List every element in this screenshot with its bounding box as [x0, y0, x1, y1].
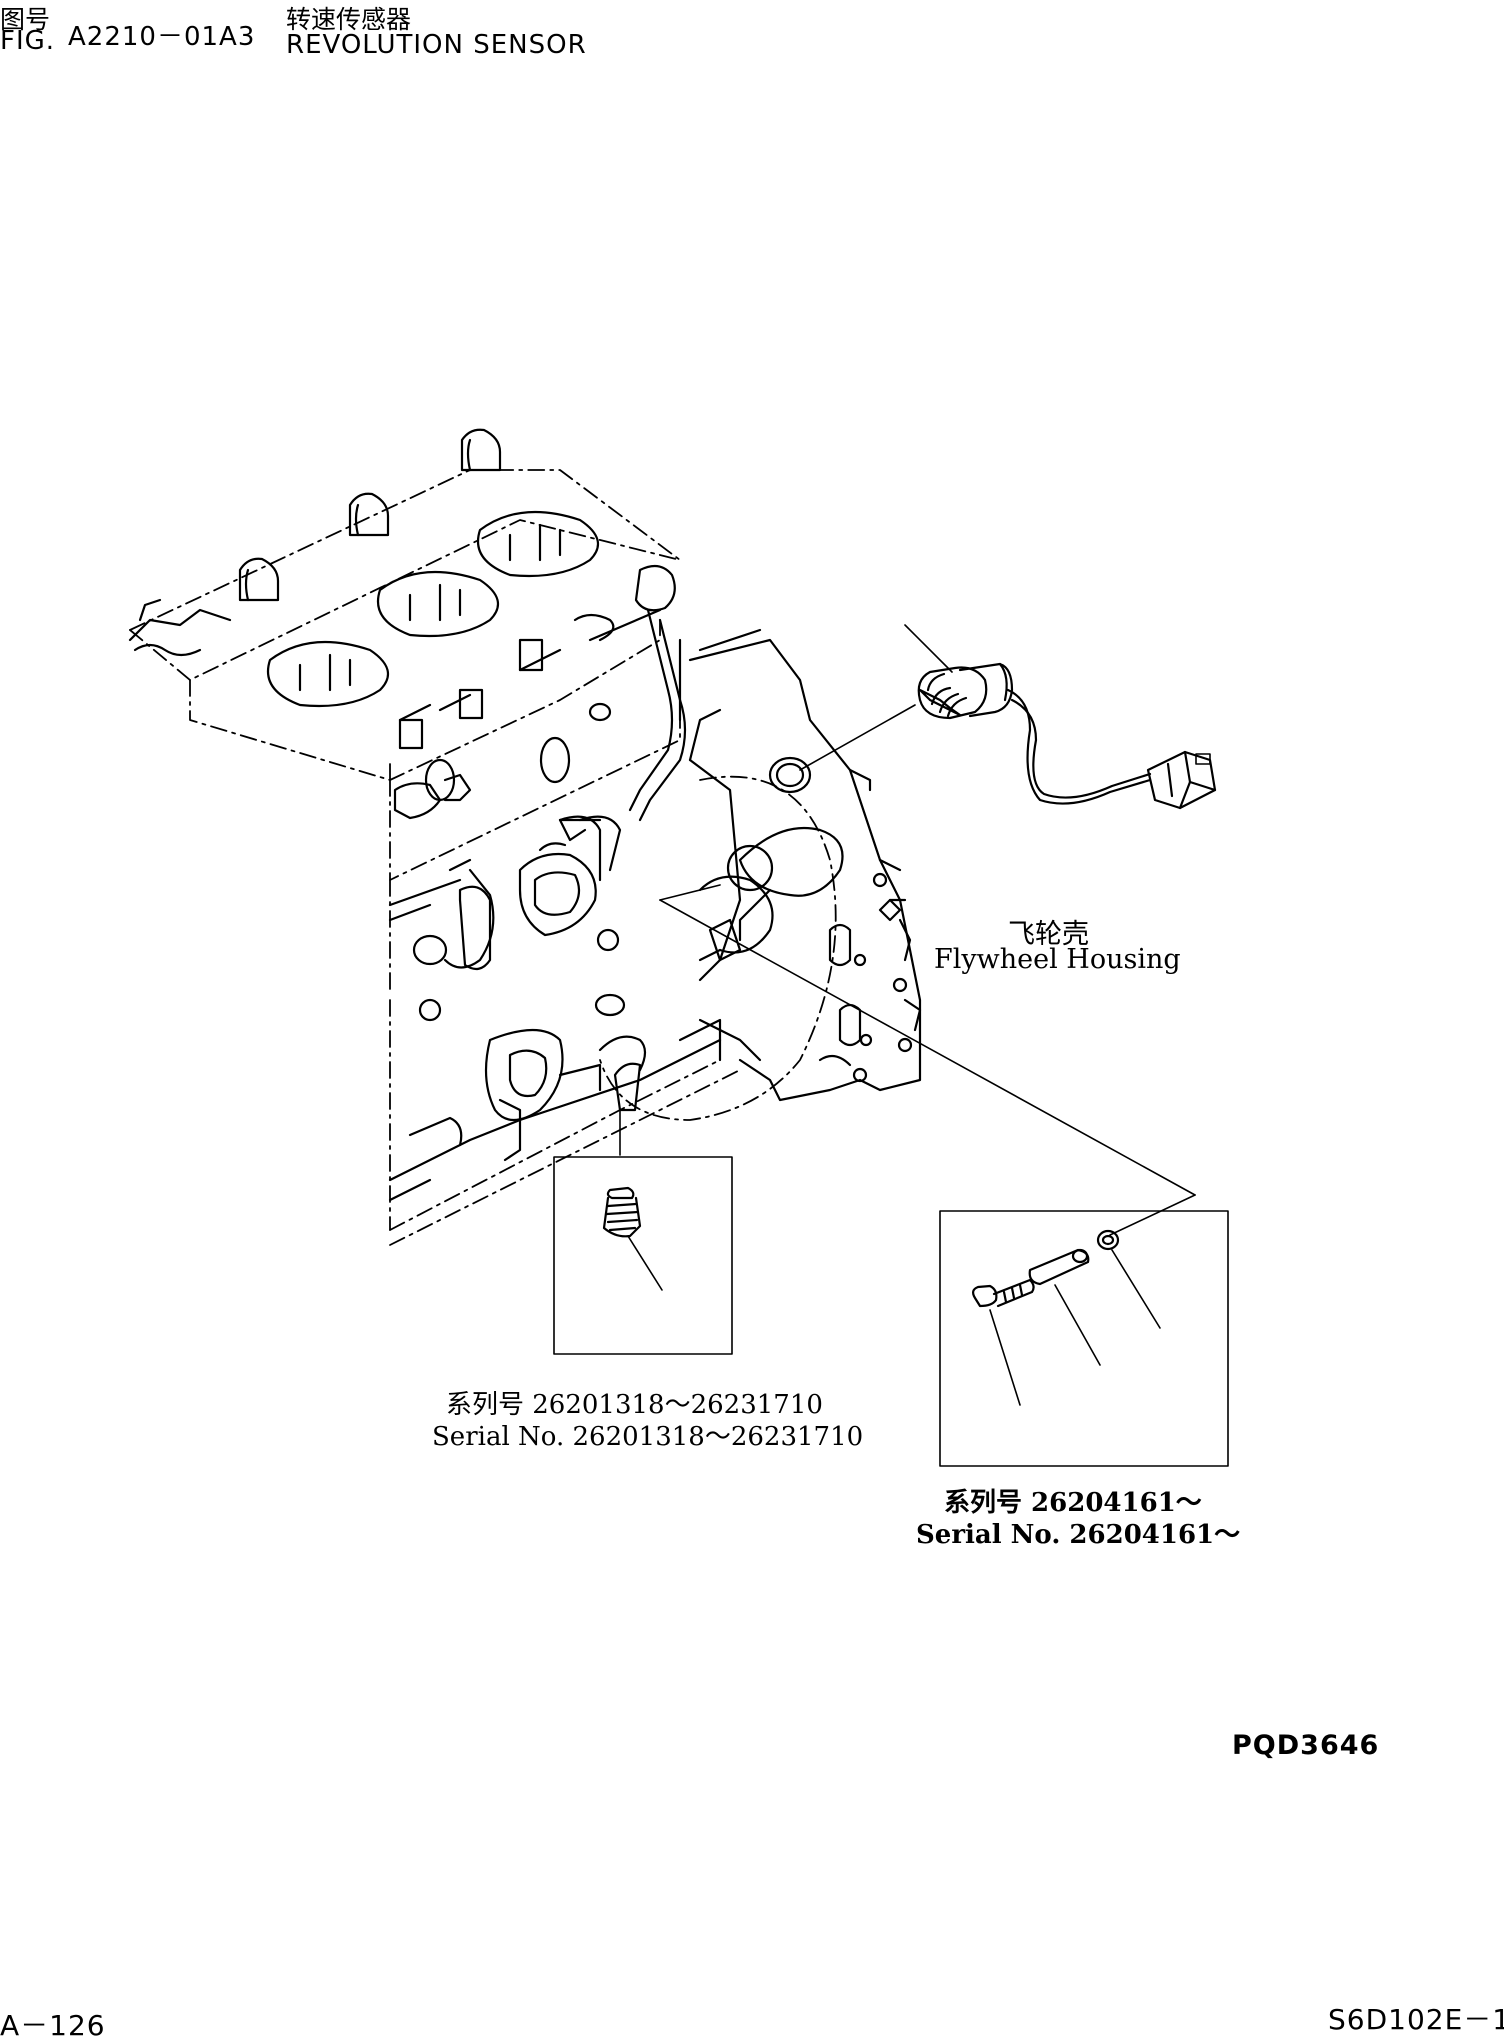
inset-left-box [553, 1156, 733, 1355]
inset-right-serial-cn: 系列号 26204161～ [944, 1488, 1202, 1518]
inset-right-serial-en: Serial No. 26204161～ [916, 1520, 1241, 1550]
inset-left-serial-en: Serial No. 26201318～26231710 [432, 1422, 864, 1452]
title-cn: 转速传感器 [286, 5, 412, 34]
fig-number: A2210－01A3 [68, 22, 256, 52]
rocker-arm-1 [460, 428, 502, 472]
valve-pocket-2 [376, 570, 500, 638]
title-en: REVOLUTION SENSOR [286, 30, 587, 60]
inset-right-box [939, 1210, 1229, 1467]
flywheel-label-en: Flywheel Housing [934, 944, 1181, 975]
cam-cover-2 [458, 885, 492, 971]
fig-label-cn: 图号 [0, 5, 51, 34]
flywheel-housing [599, 628, 922, 1121]
cam-cover-3 [558, 815, 622, 882]
valve-pocket-3 [266, 640, 390, 708]
valve-pocket-1 [476, 510, 600, 578]
drawing-code: PQD3646 [1232, 1730, 1380, 1761]
page-number: A－126 [0, 2009, 106, 2042]
inset-left-serial-cn: 系列号 26201318～26231710 [446, 1390, 823, 1420]
rocker-arm-3 [238, 557, 280, 602]
revolution-sensor [799, 624, 1217, 810]
rocker-arm-2 [348, 492, 390, 537]
flywheel-label-cn: 飞轮壳 [1008, 919, 1089, 950]
fig-label-en: FIG. [0, 26, 56, 56]
model-code: S6D102E－1 [1328, 2003, 1504, 2036]
cam-cover [518, 852, 597, 937]
